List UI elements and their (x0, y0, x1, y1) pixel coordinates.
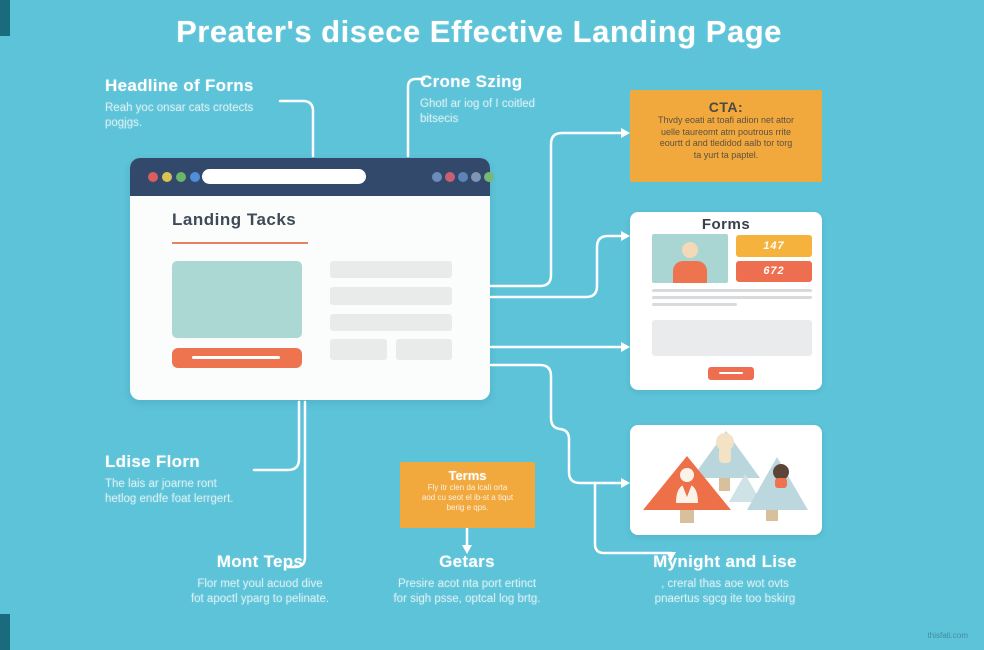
annotation-heading: Getars (439, 552, 495, 571)
cta-title: CTA: (708, 99, 744, 115)
user-avatar-icon (652, 234, 728, 283)
browser-mockup: Landing Tacks (130, 158, 494, 400)
text-line-placeholder (330, 261, 452, 278)
arrowhead-icon (621, 128, 630, 138)
annotation-body-line: pogjgs. (105, 117, 143, 129)
text-line-placeholder (652, 289, 812, 292)
person-triangle-figures-icon (643, 431, 808, 523)
annotation-body-line: hetlog endfe foat lerrgert. (105, 493, 234, 505)
toolbar-dot-icon (432, 172, 442, 182)
annotation-heading: Headline of Forns (105, 76, 254, 95)
annotation-body-line: pnaertus sgcg ite too bskirg (654, 593, 796, 605)
text-block-placeholder (396, 339, 452, 360)
cta-body-line: eourtt d and tledidod aalb tor torg (659, 138, 793, 148)
forms-card-title: Forms (701, 216, 751, 233)
toolbar-dot-icon (445, 172, 455, 182)
window-control-dot-yellow (162, 172, 172, 182)
landing-page-heading: Landing Tacks (172, 210, 297, 229)
annotation-body-line: Flor met youl acuod dive (197, 578, 323, 590)
form-textarea-placeholder (652, 320, 812, 356)
heading-underline (172, 242, 308, 244)
annotation-mont-teps: Mont Teps Flor met youl acuod dive fot a… (167, 552, 353, 607)
corner-artifact-bottom (0, 614, 10, 650)
text-block-placeholder (330, 339, 387, 360)
terms-body-line: Fly itr clen da lcali orta (427, 483, 508, 492)
terms-callout-box: Terms Fly itr clen da lcali orta aod cu … (400, 462, 535, 528)
annotation-body-line: Ghotl ar iog of I coitled (420, 98, 536, 110)
annotation-heading: Crone Szing (420, 72, 523, 91)
annotation-mynight: Mynight and Lise , creral thas aoe wot o… (620, 552, 830, 607)
annotation-crone-szing: Crone Szing Ghotl ar iog of I coitled bi… (420, 72, 535, 127)
terms-title: Terms (448, 468, 487, 483)
cta-body-line: ta yurt ta paptel. (693, 149, 759, 160)
button-label-placeholder (719, 372, 743, 374)
button-label-placeholder (192, 356, 280, 359)
arrowhead-icon (621, 342, 630, 352)
annotation-body-line: for sigh psse, optcal log brtg. (393, 593, 541, 605)
annotation-body-line: Reah yoc onsar cats crotects (105, 102, 254, 114)
arrowhead-icon (621, 478, 630, 488)
annotation-heading: Ldise Florn (105, 452, 200, 471)
cta-body-line: Thvdy eoati at toafi adion net attor (657, 115, 795, 125)
text-line-placeholder (330, 314, 452, 331)
cta-body-line: uelle taureomt atm poutrous rrite (660, 126, 792, 137)
annotation-heading: Mynight and Lise (653, 552, 797, 571)
cta-callout-box: CTA: Thvdy eoati at toafi adion net atto… (630, 90, 822, 182)
annotation-getars: Getars Presire acot nta port ertinct for… (374, 552, 560, 607)
toolbar-dot-icon (458, 172, 468, 182)
annotation-headline-forms: Headline of Forns Reah yoc onsar cats cr… (105, 76, 254, 131)
text-line-placeholder (330, 287, 452, 305)
annotation-body-line: The lais ar joarne ront (105, 478, 217, 490)
annotation-ldise-florn: Ldise Florn The lais ar joarne ront hetl… (105, 452, 234, 507)
hero-image-placeholder (172, 261, 302, 338)
annotation-heading: Mont Teps (216, 552, 304, 571)
window-control-dot-red (148, 172, 158, 182)
form-button-primary: 147 (736, 235, 812, 257)
window-control-dot-green (176, 172, 186, 182)
terms-body-line: berig e qps. (446, 503, 489, 512)
corner-artifact-top (0, 0, 10, 36)
people-illustration-card (630, 425, 822, 535)
browser-header-bar (130, 158, 494, 196)
arrowhead-icon (621, 231, 630, 241)
annotation-body-line: fot apoctl yparg to pelinate. (190, 593, 330, 605)
hero-cta-button-mock (172, 348, 302, 368)
toolbar-dot-icon (471, 172, 481, 182)
terms-body-line: aod cu seot el ib-st a tiqut (421, 493, 514, 502)
forms-card: Forms 147 672 (630, 212, 822, 390)
toolbar-dot-icon (484, 172, 494, 182)
annotation-body-line: bitsecis (420, 113, 459, 125)
url-bar (202, 169, 366, 184)
page-title: Preater's disece Effective Landing Page (176, 14, 782, 49)
annotation-body-line: , creral thas aoe wot ovts (661, 578, 789, 590)
annotation-body-line: Presire acot nta port ertinct (397, 578, 537, 590)
form-button-secondary: 672 (736, 261, 812, 282)
watermark: thisfati.com (927, 631, 968, 640)
text-line-placeholder (652, 296, 812, 299)
window-control-dot-blue (190, 172, 200, 182)
form-submit-button-mock (708, 367, 754, 380)
text-line-placeholder (652, 303, 737, 306)
